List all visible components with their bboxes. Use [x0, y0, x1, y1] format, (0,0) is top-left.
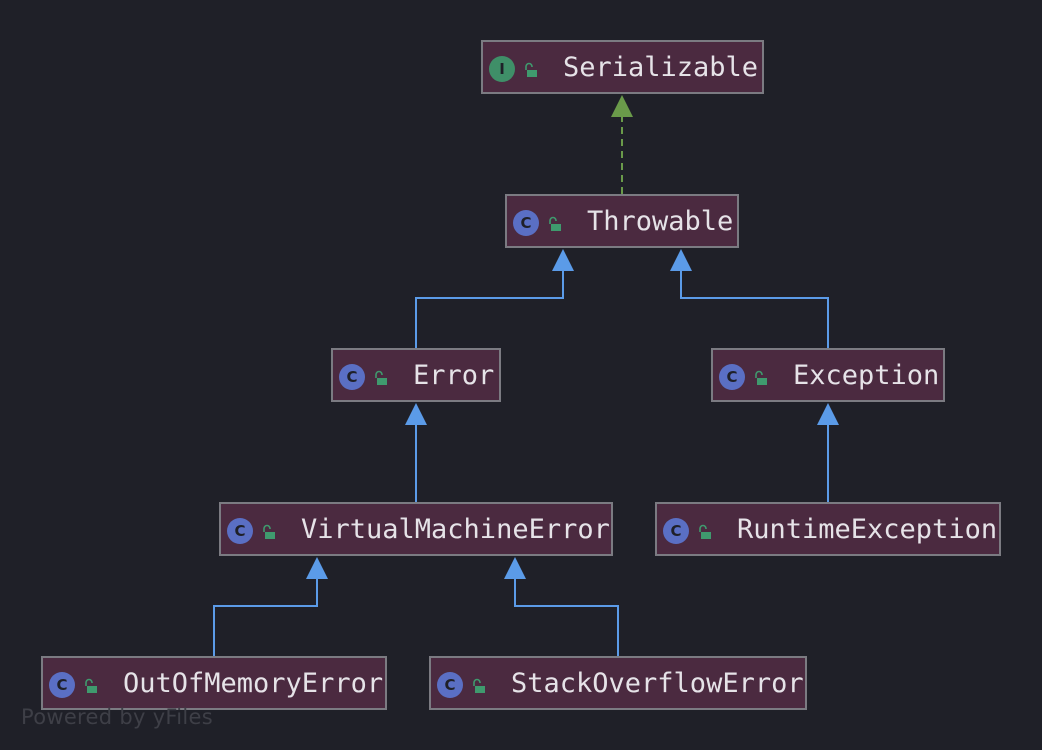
- arrowhead-error-to-throwable: [552, 249, 574, 271]
- public-lock-icon: [473, 678, 485, 693]
- class-badge-icon: C: [719, 364, 745, 390]
- arrowhead-outofmemoryerror-to-virtualmachineerror: [306, 557, 328, 579]
- interface-badge-icon: I: [489, 56, 515, 82]
- arrowhead-throwable-to-serializable: [611, 95, 633, 117]
- node-label-runtimeexception: RuntimeException: [737, 514, 998, 545]
- node-outofmemoryerror[interactable]: C OutOfMemoryError: [41, 656, 387, 710]
- node-serializable[interactable]: I Serializable: [481, 40, 764, 94]
- public-lock-icon: [549, 216, 561, 231]
- edge-outofmemoryerror-to-virtualmachineerror: [213, 579, 318, 656]
- node-virtualmachineerror[interactable]: C VirtualMachineError: [219, 502, 613, 556]
- node-label-serializable: Serializable: [563, 52, 759, 83]
- node-throwable[interactable]: C Throwable: [505, 194, 739, 248]
- powered-by-watermark: Powered by yFiles: [21, 705, 213, 729]
- class-badge-icon: C: [339, 364, 365, 390]
- node-label-virtualmachineerror: VirtualMachineError: [301, 514, 610, 545]
- arrowhead-runtimeexception-to-exception: [817, 403, 839, 425]
- class-badge-icon: C: [49, 672, 75, 698]
- arrowhead-exception-to-throwable: [670, 249, 692, 271]
- class-badge-icon: C: [437, 672, 463, 698]
- public-lock-icon: [263, 524, 275, 539]
- node-label-stackoverflowerror: StackOverflowError: [511, 668, 804, 699]
- edge-stackoverflowerror-to-virtualmachineerror: [514, 579, 619, 656]
- public-lock-icon: [375, 370, 387, 385]
- class-badge-icon: C: [663, 518, 689, 544]
- edge-error-to-throwable: [415, 271, 564, 348]
- node-label-outofmemoryerror: OutOfMemoryError: [123, 668, 384, 699]
- node-stackoverflowerror[interactable]: C StackOverflowError: [429, 656, 807, 710]
- node-label-throwable: Throwable: [587, 206, 734, 237]
- arrowhead-stackoverflowerror-to-virtualmachineerror: [504, 557, 526, 579]
- node-runtimeexception[interactable]: C RuntimeException: [655, 502, 1001, 556]
- node-label-exception: Exception: [793, 360, 940, 391]
- arrowhead-virtualmachineerror-to-error: [405, 403, 427, 425]
- public-lock-icon: [755, 370, 767, 385]
- node-error[interactable]: C Error: [331, 348, 501, 402]
- class-badge-icon: C: [513, 210, 539, 236]
- node-label-error: Error: [413, 360, 495, 391]
- edge-exception-to-throwable: [680, 271, 829, 348]
- public-lock-icon: [85, 678, 97, 693]
- public-lock-icon: [525, 62, 537, 77]
- abstract-class-badge-icon: C: [227, 518, 253, 544]
- node-exception[interactable]: C Exception: [711, 348, 945, 402]
- public-lock-icon: [699, 524, 711, 539]
